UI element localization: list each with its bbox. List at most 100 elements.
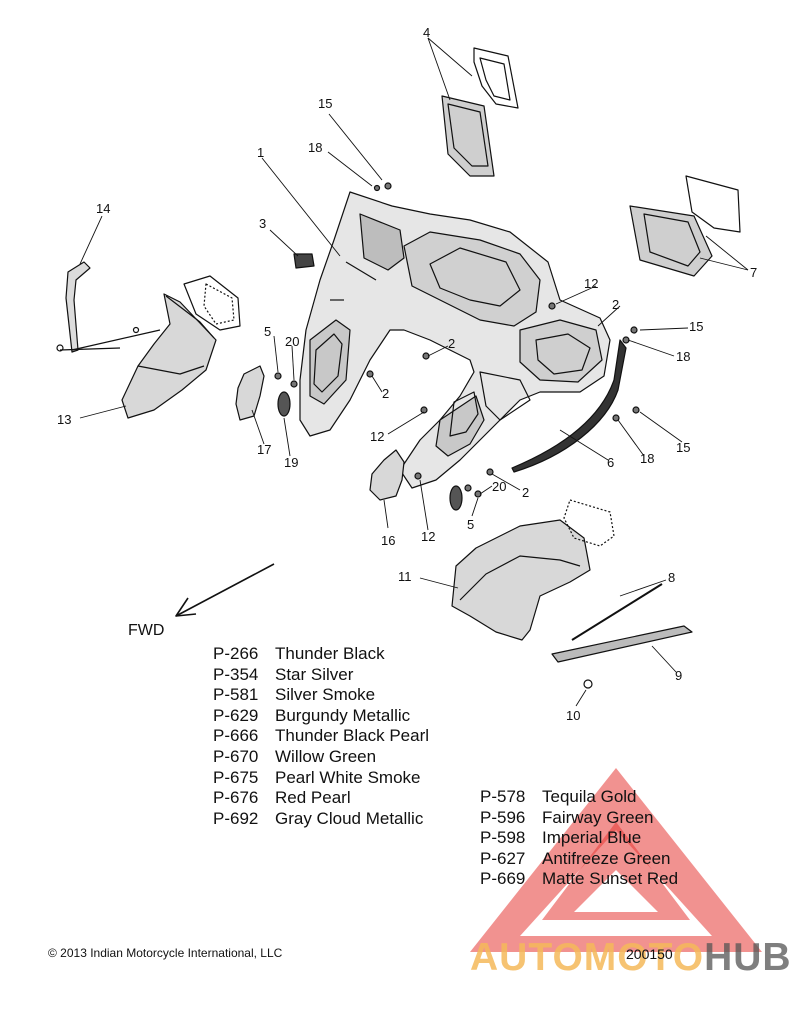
paint-name: Fairway Green xyxy=(542,807,654,827)
paint-name: Star Silver xyxy=(275,664,354,684)
fwd-arrow xyxy=(175,563,275,617)
callout-5: 5 xyxy=(467,517,475,532)
callout-1: 1 xyxy=(257,145,265,160)
paint-code-list-right: P-578 Tequila Gold P-596 Fairway Green P-5… xyxy=(480,787,678,890)
paint-code-row: P-692 Gray Cloud Metallic xyxy=(213,809,429,830)
paint-code-row: P-670 Willow Green xyxy=(213,747,429,768)
callout-2: 2 xyxy=(612,297,620,312)
callout-8: 8 xyxy=(668,570,676,585)
fwd-label: FWD xyxy=(128,622,165,639)
paint-name: Burgundy Metallic xyxy=(275,705,411,725)
callout-15: 15 xyxy=(689,319,704,334)
paint-code: P-669 xyxy=(480,869,526,889)
paint-code: P-266 xyxy=(213,644,259,663)
paint-code-row: P-266 Thunder Black xyxy=(213,644,429,665)
callout-19: 19 xyxy=(284,455,299,470)
callout-11: 11 xyxy=(398,569,412,584)
paint-name: Gray Cloud Metallic xyxy=(275,808,424,828)
part-8-rod xyxy=(571,583,663,641)
part-3-clip xyxy=(293,253,315,269)
paint-name: Thunder Black xyxy=(275,644,385,663)
paint-code: P-629 xyxy=(213,705,259,725)
watermark-brand-text: AUTOMOTOHUB xyxy=(470,936,792,980)
paint-name: Matte Sunset Red xyxy=(542,869,679,889)
paint-code-row: P-578 Tequila Gold xyxy=(480,787,678,808)
paint-code-row: P-669 Matte Sunset Red xyxy=(480,869,678,890)
callout-20: 20 xyxy=(492,479,507,494)
callout-7: 7 xyxy=(750,265,758,280)
callout-12: 12 xyxy=(584,276,599,291)
callout-2: 2 xyxy=(522,485,530,500)
paint-code-row: P-629 Burgundy Metallic xyxy=(213,706,429,727)
paint-name: Pearl White Smoke xyxy=(275,767,421,787)
paint-code: P-666 xyxy=(213,726,259,746)
paint-code: P-598 xyxy=(480,828,526,848)
callout-12: 12 xyxy=(421,529,436,544)
copyright-notice: © 2013 Indian Motorcycle International, … xyxy=(48,946,283,960)
paint-code: P-627 xyxy=(480,848,526,868)
callout-16: 16 xyxy=(381,533,396,548)
paint-code-row: P-354 Star Silver xyxy=(213,665,429,686)
paint-name: Imperial Blue xyxy=(542,828,642,848)
part-13-outer-panel xyxy=(121,275,241,419)
paint-code-row: P-598 Imperial Blue xyxy=(480,828,678,849)
paint-code-row: P-581 Silver Smoke xyxy=(213,685,429,706)
watermark-brand-part2: HUB xyxy=(704,936,792,979)
callout-14: 14 xyxy=(96,201,111,216)
callout-2: 2 xyxy=(448,336,456,351)
paint-code: P-578 xyxy=(480,787,526,806)
callout-2: 2 xyxy=(382,386,390,401)
paint-code: P-581 xyxy=(213,685,259,705)
part-19-grommet xyxy=(277,391,291,417)
callout-10: 10 xyxy=(566,708,581,723)
callout-9: 9 xyxy=(675,668,683,683)
paint-code-row: P-676 Red Pearl xyxy=(213,788,429,809)
paint-code: P-692 xyxy=(213,808,259,828)
part-6-trim-strip xyxy=(511,339,627,473)
part-7-liner-pocket xyxy=(629,175,741,277)
paint-code: P-675 xyxy=(213,767,259,787)
paint-code-row: P-666 Thunder Black Pearl xyxy=(213,726,429,747)
part-11-outer-panel xyxy=(451,499,615,641)
paint-code-row: P-627 Antifreeze Green xyxy=(480,849,678,870)
part-grommet-right xyxy=(449,485,463,511)
callout-18: 18 xyxy=(676,349,691,364)
part-4-liner-pocket xyxy=(441,47,519,177)
paint-name: Thunder Black Pearl xyxy=(275,726,430,746)
part-9-bracket xyxy=(551,625,693,663)
callout-18: 18 xyxy=(308,140,323,155)
paint-name: Silver Smoke xyxy=(275,685,376,705)
callout-12: 12 xyxy=(370,429,385,444)
part-14-bracket xyxy=(56,261,161,353)
part-17-speaker-trim xyxy=(235,365,265,421)
part-16-bracket xyxy=(369,449,405,501)
callout-3: 3 xyxy=(259,216,267,231)
paint-code: P-676 xyxy=(213,788,259,808)
part-1-inner-fairing xyxy=(299,191,611,489)
paint-name: Antifreeze Green xyxy=(542,848,671,868)
part-10-fastener xyxy=(583,679,593,689)
callout-5: 5 xyxy=(264,324,272,339)
paint-code-list-left: P-266 Thunder Black P-354 Star Silver P-58… xyxy=(213,644,429,829)
callout-6: 6 xyxy=(607,455,615,470)
drawing-number: 200150 xyxy=(626,946,673,962)
paint-code-row: P-596 Fairway Green xyxy=(480,808,678,829)
paint-code: P-596 xyxy=(480,807,526,827)
watermark-brand-part1: AUTOMOTO xyxy=(470,936,705,979)
paint-name: Willow Green xyxy=(275,746,377,766)
callout-13: 13 xyxy=(57,412,72,427)
callout-17: 17 xyxy=(257,442,272,457)
paint-name: Red Pearl xyxy=(275,788,351,808)
callout-18: 18 xyxy=(640,451,655,466)
leader-lines xyxy=(79,37,749,707)
paint-code: P-354 xyxy=(213,664,259,684)
paint-name: Tequila Gold xyxy=(542,787,637,806)
callout-4: 4 xyxy=(423,25,431,40)
paint-code: P-670 xyxy=(213,746,259,766)
fasteners xyxy=(274,182,640,498)
callout-15: 15 xyxy=(676,440,691,455)
callout-15: 15 xyxy=(318,96,333,111)
paint-code-row: P-675 Pearl White Smoke xyxy=(213,768,429,789)
callout-20: 20 xyxy=(285,334,300,349)
